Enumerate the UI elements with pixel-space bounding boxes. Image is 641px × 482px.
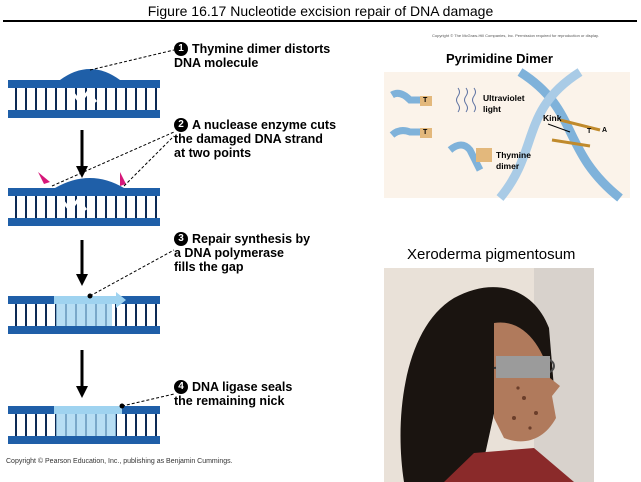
step-1-number: 1 [174,42,188,56]
step-2-line-1: A nuclease enzyme cuts [192,118,337,132]
step-3-label: 3 Repair synthesis by a DNA polymerase fi… [174,232,374,274]
step-3-number: 3 [174,232,188,246]
base-t-bottom: T [423,129,428,136]
step-4-line-2: the remaining nick [174,394,285,408]
photo-caption: Xeroderma pigmentosum [407,246,576,263]
step-4-label: 4 DNA ligase seals the remaining nick [174,380,374,408]
dimer-label-line-1: Thymine [496,150,531,160]
dimer-label-line-2: dimer [496,161,520,171]
dimer-panel-title: Pyrimidine Dimer [446,51,553,66]
dna-molecule-4 [8,403,160,444]
step-2-line-2: the damaged DNA strand [174,132,323,146]
helix-base-t: T [587,128,592,135]
kink-label: Kink [543,113,562,123]
dimer-panel-credit: Copyright © The McGraw-Hill Companies, I… [432,33,599,38]
step-4-line-1: DNA ligase seals [192,380,293,394]
helix-base-a: A [602,127,608,134]
title-rule [3,20,637,22]
patient-photo-illustration [384,268,594,482]
cut-arrow-right [120,172,126,186]
dna-molecule-1 [8,69,160,118]
step-2-label: 2 A nuclease enzyme cuts the damaged DNA … [174,118,374,160]
step-1-line-1: Thymine dimer distorts [192,42,331,56]
privacy-bar [496,356,550,378]
base-t-top: T [423,97,428,104]
step-1-line-2: DNA molecule [174,56,259,70]
leader-line-2a [51,131,175,187]
step-3-line-3: fills the gap [174,260,244,274]
step-3-line-1: Repair synthesis by [192,232,311,246]
figure-title: Figure 16.17 Nucleotide excision repair … [147,3,494,19]
step-2-line-3: at two points [174,146,252,160]
leader-line-2b [123,135,175,187]
step-2-number: 2 [174,118,188,132]
leader-line-4 [121,393,175,407]
uv-label-line-1: Ultraviolet [483,93,525,103]
patient-photo [384,268,594,482]
cut-arrow-left [38,172,50,184]
leader-line-1 [89,49,175,71]
uv-label-line-2: light [483,104,501,114]
step-1-label: 1 Thymine dimer distorts DNA molecule [174,42,374,70]
step-3-line-2: a DNA polymerase [174,246,284,260]
leader-line-3 [89,249,175,297]
pyrimidine-dimer-panel [384,68,630,202]
dna-molecule-3 [8,292,160,334]
copyright-notice: Copyright © Pearson Education, Inc., pub… [6,458,233,465]
dna-molecule-2 [8,172,160,226]
step-4-number: 4 [174,380,188,394]
